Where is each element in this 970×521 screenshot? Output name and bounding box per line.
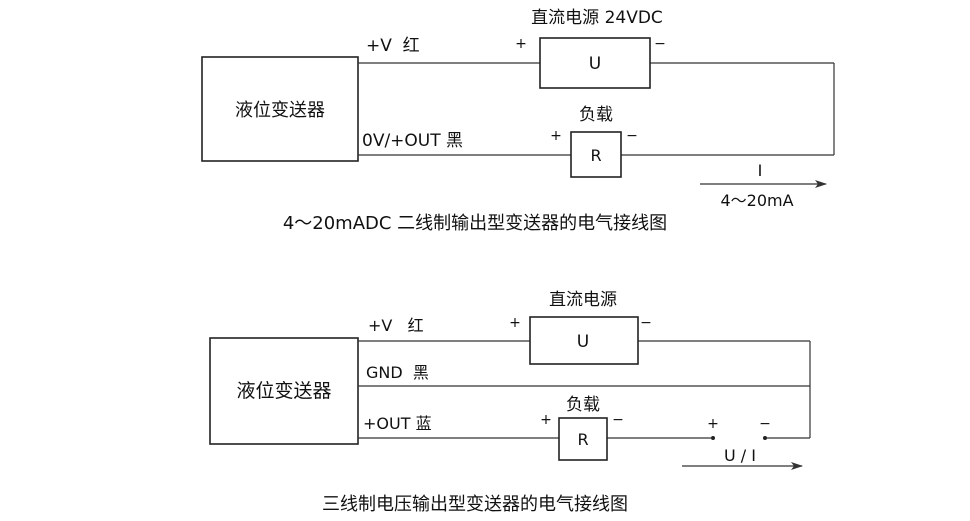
supply-label-1: 直流电源 24VDC [531,8,663,28]
wire-mid-label-2: GND 黑 [366,363,429,382]
transmitter-box-2 [209,337,359,445]
current-range-1: 4～20mA [720,191,793,210]
load-box-label-1: R [590,146,601,165]
meter-terminal-minus [763,436,767,440]
supply-label-2: 直流电源 [549,290,617,310]
load-box-2 [558,417,608,461]
transmitter-label-1: 液位变送器 [235,100,325,121]
load-label-1: 负载 [579,105,613,125]
caption-2: 三线制电压输出型变送器的电气接线图 [322,494,628,515]
output-symbol-2: U / I [724,446,756,465]
supply-minus-2: − [640,315,652,331]
current-symbol-1: I [758,161,763,180]
wire-top-label-2: +V 红 [368,316,424,335]
supply-box-label-2: U [577,332,589,352]
supply-box-label-1: U [589,54,601,74]
supply-box-2 [529,316,639,365]
supply-plus-2: + [509,315,521,331]
load-box-label-2: R [577,430,588,449]
supply-minus-1: − [654,36,666,52]
meter-terminal-plus [711,436,715,440]
wire-bottom-label-2: +OUT 蓝 [363,414,432,433]
load-minus-2: − [612,412,624,428]
wire-top-label-1: +V 红 [366,36,420,56]
caption-1: 4～20mADC 二线制输出型变送器的电气接线图 [283,213,667,234]
load-minus-1: − [626,128,638,144]
meter-minus-2: − [759,416,771,432]
three-wire-diagram: 液位变送器 + − +V 红 GND 黑 +OUT 蓝 直流电源 U + − 负… [209,290,811,515]
wire-bottom-label-1: 0V/+OUT 黑 [362,131,463,151]
meter-plus-2: + [707,416,719,432]
supply-plus-1: + [515,36,527,52]
load-box-1 [570,131,622,178]
supply-box-1 [539,37,651,89]
transmitter-box-1 [201,56,359,162]
two-wire-diagram: 液位变送器 +V 红 0V/+OUT 黑 直流电源 24VDC U + − 负载… [201,8,835,234]
load-plus-2: + [540,412,552,428]
load-plus-1: + [550,128,562,144]
load-label-2: 负载 [566,395,600,415]
transmitter-label-2: 液位变送器 [236,380,331,402]
